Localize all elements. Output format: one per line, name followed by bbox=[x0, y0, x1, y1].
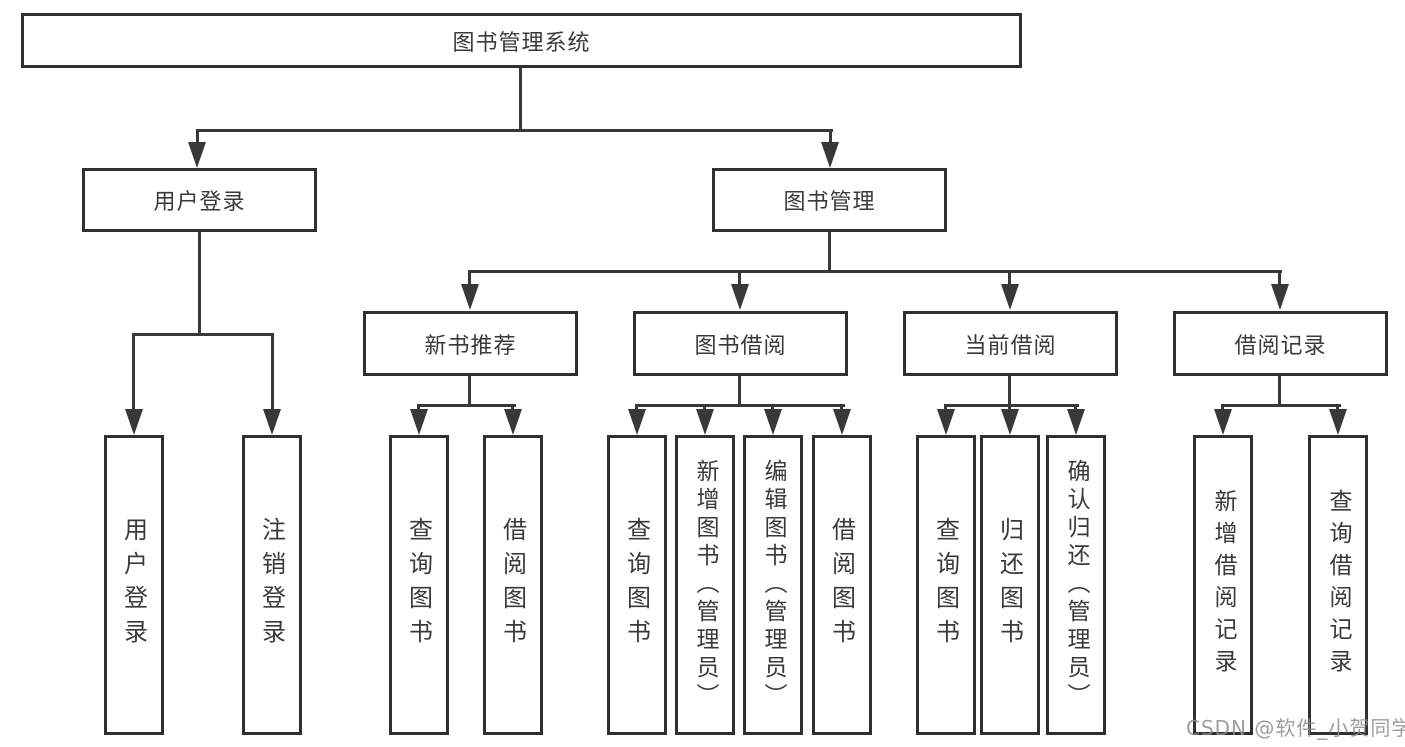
connector-userlogin-rail bbox=[132, 333, 274, 336]
connector-newbooks-rail bbox=[417, 404, 516, 407]
node-user-login: 用户登录 bbox=[82, 168, 317, 232]
arrowhead-bookborrow bbox=[731, 284, 749, 310]
connector-newbooks-stem bbox=[468, 376, 471, 407]
connector-leaf-userlogin-drop bbox=[132, 333, 135, 411]
node-borrowing-records: 借阅记录 bbox=[1173, 311, 1388, 376]
leaf-dq-return-books: 归还图书 bbox=[980, 435, 1040, 735]
arrowhead-borrowrecords bbox=[1271, 284, 1289, 310]
leaf-jy-add-books-admin: 新增图书（管理员） bbox=[675, 435, 735, 735]
connector-bookmgmt-drop bbox=[829, 129, 832, 144]
leaf-jy-add-books-admin-label: 新增图书（管理员） bbox=[692, 459, 718, 711]
node-user-login-label: 用户登录 bbox=[153, 190, 246, 215]
connector-newbooks-drop bbox=[468, 270, 471, 286]
node-book-management-label: 图书管理 bbox=[783, 190, 876, 215]
arrowhead-nb-borrow bbox=[504, 409, 522, 435]
node-current-borrowing-label: 当前借阅 bbox=[964, 333, 1057, 359]
connector-jladd-drop bbox=[1221, 404, 1224, 413]
arrowhead-jy-borrow bbox=[833, 409, 851, 435]
leaf-nb-borrow-books-label: 借阅图书 bbox=[498, 517, 527, 653]
leaf-jl-add-record: 新增借阅记录 bbox=[1193, 435, 1253, 735]
arrowhead-nb-query bbox=[410, 409, 428, 435]
node-current-borrowing: 当前借阅 bbox=[903, 311, 1118, 376]
connector-bookborrow-stem bbox=[738, 376, 741, 407]
leaf-user-login: 用户登录 bbox=[104, 435, 164, 735]
node-root: 图书管理系统 bbox=[21, 13, 1022, 68]
arrowhead-currentborrow bbox=[1001, 284, 1019, 310]
connector-currentborrow-drop bbox=[1008, 270, 1011, 286]
connector-root-stem bbox=[519, 68, 522, 131]
connector-borrowrecords-stem bbox=[1278, 376, 1281, 407]
connector-bookborrow-drop bbox=[738, 270, 741, 286]
arrowhead-leaf-userlogin bbox=[125, 409, 143, 435]
arrowhead-dq-return bbox=[1001, 409, 1019, 435]
connector-dqconfirm-drop bbox=[1074, 404, 1077, 413]
node-borrowing-records-label: 借阅记录 bbox=[1234, 333, 1327, 359]
connector-nbborrow-drop bbox=[511, 404, 514, 413]
node-new-book-recommend-label: 新书推荐 bbox=[424, 333, 517, 359]
connector-jyadd-drop bbox=[703, 404, 706, 413]
connector-jyedit-drop bbox=[771, 404, 774, 413]
arrowhead-jy-edit bbox=[764, 409, 782, 435]
arrowhead-dq-confirm bbox=[1067, 409, 1085, 435]
arrowhead-jl-query bbox=[1329, 409, 1347, 435]
leaf-dq-confirm-return-admin-label: 确认归还（管理员） bbox=[1063, 459, 1089, 711]
arrowhead-jy-add bbox=[696, 409, 714, 435]
connector-jyquery-drop bbox=[635, 404, 638, 413]
node-book-borrowing: 图书借阅 bbox=[633, 311, 848, 376]
arrowhead-jy-query bbox=[628, 409, 646, 435]
arrowhead-userlogin bbox=[188, 142, 206, 168]
leaf-dq-return-books-label: 归还图书 bbox=[995, 517, 1024, 653]
leaf-logout: 注销登录 bbox=[242, 435, 302, 735]
leaf-jy-query-books-label: 查询图书 bbox=[622, 517, 651, 653]
connector-currentborrow-stem bbox=[1008, 376, 1011, 407]
leaf-jl-add-record-label: 新增借阅记录 bbox=[1210, 489, 1236, 681]
leaf-dq-confirm-return-admin: 确认归还（管理员） bbox=[1046, 435, 1106, 735]
leaf-jy-edit-books-admin: 编辑图书（管理员） bbox=[743, 435, 803, 735]
connector-dqreturn-drop bbox=[1008, 404, 1011, 413]
node-book-management: 图书管理 bbox=[712, 168, 947, 232]
connector-leaf-logout-drop bbox=[271, 333, 274, 411]
arrowhead-newbooks bbox=[461, 284, 479, 310]
arrowhead-leaf-logout bbox=[263, 409, 281, 435]
watermark-text: CSDN @软件_小贺同学 bbox=[1186, 716, 1405, 740]
leaf-jy-query-books: 查询图书 bbox=[607, 435, 667, 735]
connector-level3-rail bbox=[468, 270, 1282, 273]
arrowhead-jl-add bbox=[1214, 409, 1232, 435]
connector-borrowrecords-rail bbox=[1221, 404, 1341, 407]
node-new-book-recommend: 新书推荐 bbox=[363, 311, 578, 376]
leaf-jl-query-record: 查询借阅记录 bbox=[1308, 435, 1368, 735]
arrowhead-dq-query bbox=[937, 409, 955, 435]
leaf-logout-label: 注销登录 bbox=[257, 517, 286, 653]
leaf-dq-query-books-label: 查询图书 bbox=[931, 517, 960, 653]
leaf-jy-borrow-books-label: 借阅图书 bbox=[827, 517, 856, 653]
node-book-borrowing-label: 图书借阅 bbox=[694, 333, 787, 359]
connector-bookborrow-rail bbox=[635, 404, 845, 407]
leaf-nb-query-books: 查询图书 bbox=[389, 435, 449, 735]
node-root-label: 图书管理系统 bbox=[452, 30, 591, 56]
connector-jlquery-drop bbox=[1336, 404, 1339, 413]
leaf-jl-query-record-label: 查询借阅记录 bbox=[1325, 489, 1351, 681]
connector-userlogin-drop bbox=[196, 129, 199, 144]
leaf-dq-query-books: 查询图书 bbox=[916, 435, 976, 735]
connector-level2-rail bbox=[196, 129, 833, 132]
leaf-jy-borrow-books: 借阅图书 bbox=[812, 435, 872, 735]
connector-dqquery-drop bbox=[944, 404, 947, 413]
connector-currentborrow-rail bbox=[944, 404, 1079, 407]
connector-userlogin-stem bbox=[198, 232, 201, 335]
connector-bookmgmt-stem bbox=[828, 232, 831, 273]
leaf-user-login-label: 用户登录 bbox=[119, 517, 148, 653]
leaf-jy-edit-books-admin-label: 编辑图书（管理员） bbox=[760, 459, 786, 711]
leaf-nb-query-books-label: 查询图书 bbox=[404, 517, 433, 653]
leaf-nb-borrow-books: 借阅图书 bbox=[483, 435, 543, 735]
arrowhead-bookmgmt bbox=[821, 142, 839, 168]
connector-borrowrecords-drop bbox=[1278, 270, 1281, 286]
connector-jyborrow-drop bbox=[840, 404, 843, 413]
connector-nbquery-drop bbox=[417, 404, 420, 413]
